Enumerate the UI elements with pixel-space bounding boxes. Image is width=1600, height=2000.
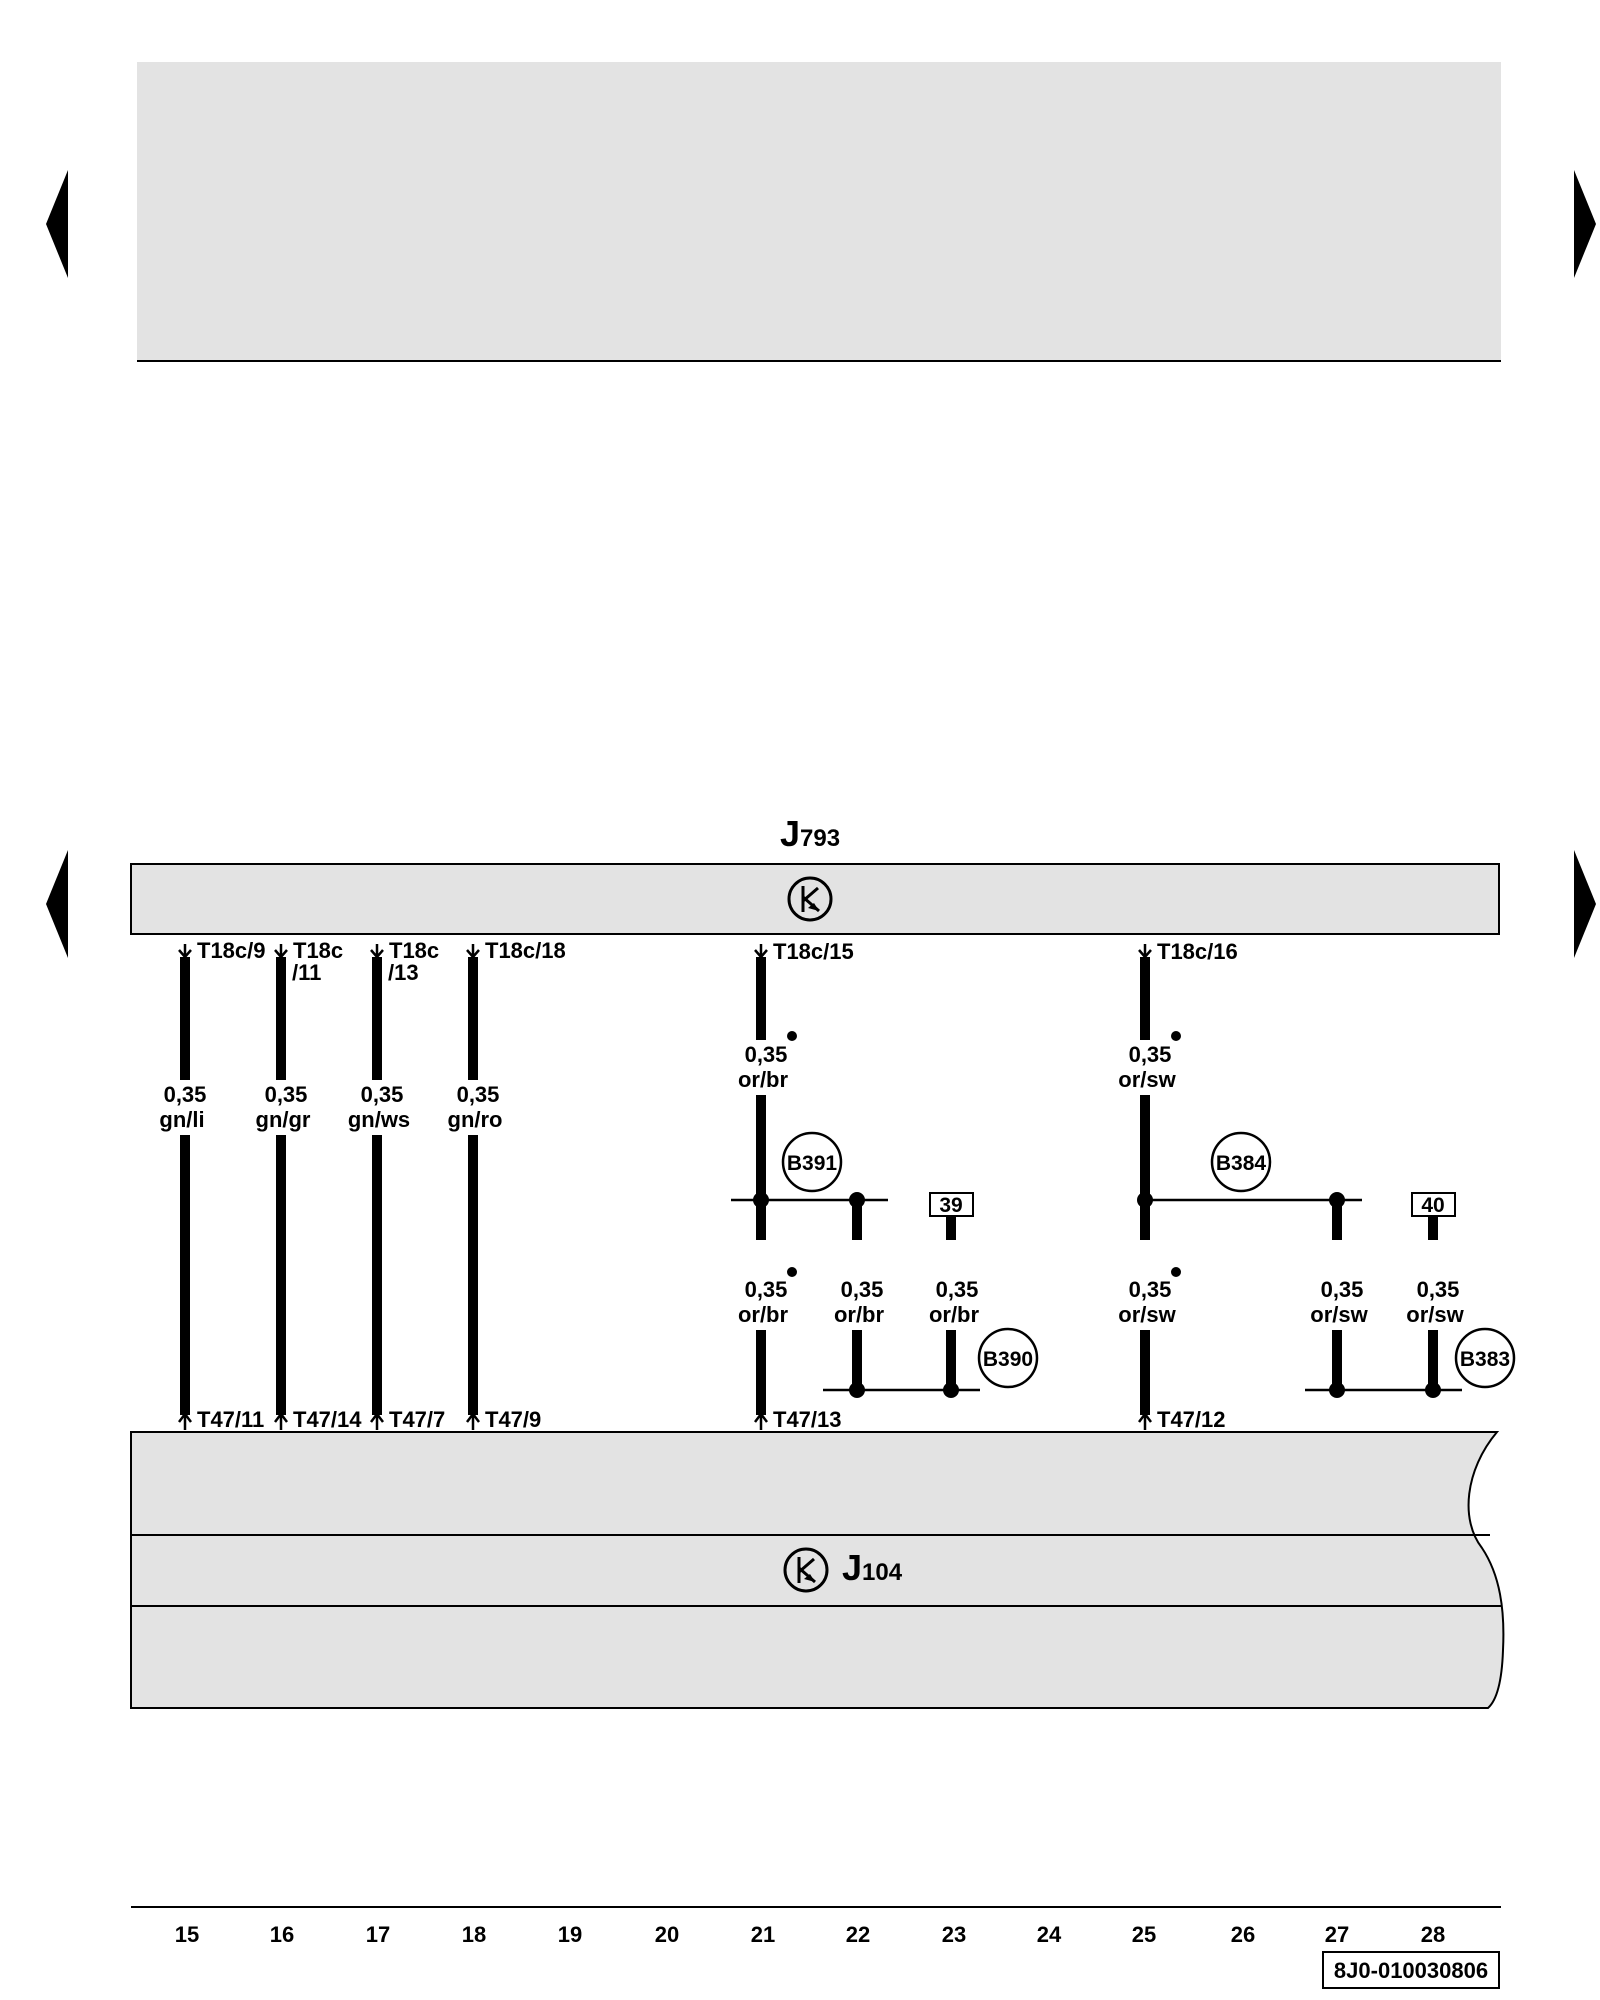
wire-top-pin-suffix: /11 bbox=[292, 960, 321, 985]
junction-label-lower: B390 bbox=[983, 1348, 1033, 1371]
branch-lower-mid-size: 0,35 bbox=[841, 1277, 884, 1302]
component-label-j793: J793 bbox=[780, 813, 840, 854]
wire-bottom-pin: T47/7 bbox=[389, 1407, 445, 1432]
branch-bottom-pin: T47/12 bbox=[1157, 1407, 1226, 1432]
grid-number: 20 bbox=[655, 1922, 679, 1947]
upper-panel bbox=[137, 62, 1501, 361]
wire-top-pin-suffix: /13 bbox=[388, 960, 419, 985]
grid-number: 15 bbox=[175, 1922, 199, 1947]
wire-size: 0,35 bbox=[164, 1082, 207, 1107]
wire-top-pin: T18c/18 bbox=[485, 938, 566, 963]
branch-upper-size: 0,35 bbox=[745, 1042, 788, 1067]
wire-size: 0,35 bbox=[265, 1082, 308, 1107]
wire-column-16: T18c /11 0,35 gn/gr T47/14 bbox=[256, 938, 362, 1535]
branch-top-pin: T18c/15 bbox=[773, 939, 854, 964]
branch-lower-left-size: 0,35 bbox=[1129, 1277, 1172, 1302]
branch-lower-right-color: or/sw bbox=[1406, 1302, 1464, 1327]
wire-size: 0,35 bbox=[457, 1082, 500, 1107]
wire-top-pin: T18c bbox=[293, 938, 343, 963]
junction-label-upper: B391 bbox=[787, 1152, 838, 1175]
grid-number: 26 bbox=[1231, 1922, 1255, 1947]
grid-number: 23 bbox=[942, 1922, 966, 1947]
wire-color: gn/li bbox=[159, 1107, 204, 1132]
branch-bottom-pin: T47/13 bbox=[773, 1407, 842, 1432]
component-label-j104: J104 bbox=[842, 1547, 903, 1588]
branch-lower-mid-color: or/sw bbox=[1310, 1302, 1368, 1327]
wire-bottom-pin: T47/9 bbox=[485, 1407, 541, 1432]
wire-color: gn/gr bbox=[256, 1107, 311, 1132]
branch-upper-color: or/br bbox=[738, 1067, 789, 1092]
junction-label-upper: B384 bbox=[1216, 1152, 1267, 1175]
branch-lower-mid-color: or/br bbox=[834, 1302, 885, 1327]
electronics-symbol-icon bbox=[787, 876, 833, 922]
next-page-arrow-upper[interactable] bbox=[1574, 170, 1596, 278]
j793-housing bbox=[130, 863, 1500, 935]
grid-number: 27 bbox=[1325, 1922, 1349, 1947]
drawing-id: 8J0-010030806 bbox=[1334, 1958, 1488, 1983]
wire-color: gn/ws bbox=[348, 1107, 410, 1132]
grid-number: 28 bbox=[1421, 1922, 1445, 1947]
electronics-symbol-icon bbox=[783, 1547, 829, 1593]
branch-lower-right-size: 0,35 bbox=[936, 1277, 979, 1302]
grid-number: 17 bbox=[366, 1922, 390, 1947]
reference-box-label: 39 bbox=[939, 1194, 962, 1217]
branch-lower-mid-size: 0,35 bbox=[1321, 1277, 1364, 1302]
next-page-arrow-lower[interactable] bbox=[1574, 850, 1596, 958]
junction-label-lower: B383 bbox=[1460, 1348, 1510, 1371]
grid-number: 25 bbox=[1132, 1922, 1156, 1947]
wire-color: gn/ro bbox=[448, 1107, 503, 1132]
grid-number: 18 bbox=[462, 1922, 486, 1947]
wire-top-pin: T18c bbox=[389, 938, 439, 963]
branch-upper-size: 0,35 bbox=[1129, 1042, 1172, 1067]
grid-number: 19 bbox=[558, 1922, 582, 1947]
prev-page-arrow-lower[interactable] bbox=[46, 850, 68, 958]
branch-lower-left-color: or/br bbox=[738, 1302, 789, 1327]
branch-lower-left-size: 0,35 bbox=[745, 1277, 788, 1302]
wire-size: 0,35 bbox=[361, 1082, 404, 1107]
wire-bottom-pin: T47/11 bbox=[197, 1407, 264, 1432]
branch-lower-right-size: 0,35 bbox=[1417, 1277, 1460, 1302]
j104-housing bbox=[130, 1431, 1505, 1709]
branch-lower-left-color: or/sw bbox=[1118, 1302, 1176, 1327]
wire-column-17: T18c /13 0,35 gn/ws T47/7 bbox=[348, 938, 445, 1535]
branch-upper-color: or/sw bbox=[1118, 1067, 1176, 1092]
branch-lower-right-color: or/br bbox=[929, 1302, 980, 1327]
grid-number: 16 bbox=[270, 1922, 294, 1947]
grid-number: 21 bbox=[751, 1922, 775, 1947]
prev-page-arrow-upper[interactable] bbox=[46, 170, 68, 278]
wire-top-pin: T18c/9 bbox=[197, 938, 266, 963]
drawing-id-box bbox=[1322, 1951, 1500, 1989]
wire-bottom-pin: T47/14 bbox=[293, 1407, 362, 1432]
branch-or-br: T18c/15 0,35 or/br B391 39 0,35 or/br 0,… bbox=[731, 939, 1039, 1535]
reference-box-label: 40 bbox=[1421, 1194, 1444, 1217]
grid-number: 22 bbox=[846, 1922, 870, 1947]
wire-column-18: T18c/18 0,35 gn/ro T47/9 bbox=[448, 938, 566, 1535]
branch-top-pin: T18c/16 bbox=[1157, 939, 1238, 964]
grid-number: 24 bbox=[1037, 1922, 1062, 1947]
branch-or-sw: T18c/16 0,35 or/sw B384 40 0,35 or/sw 0,… bbox=[1118, 939, 1516, 1535]
